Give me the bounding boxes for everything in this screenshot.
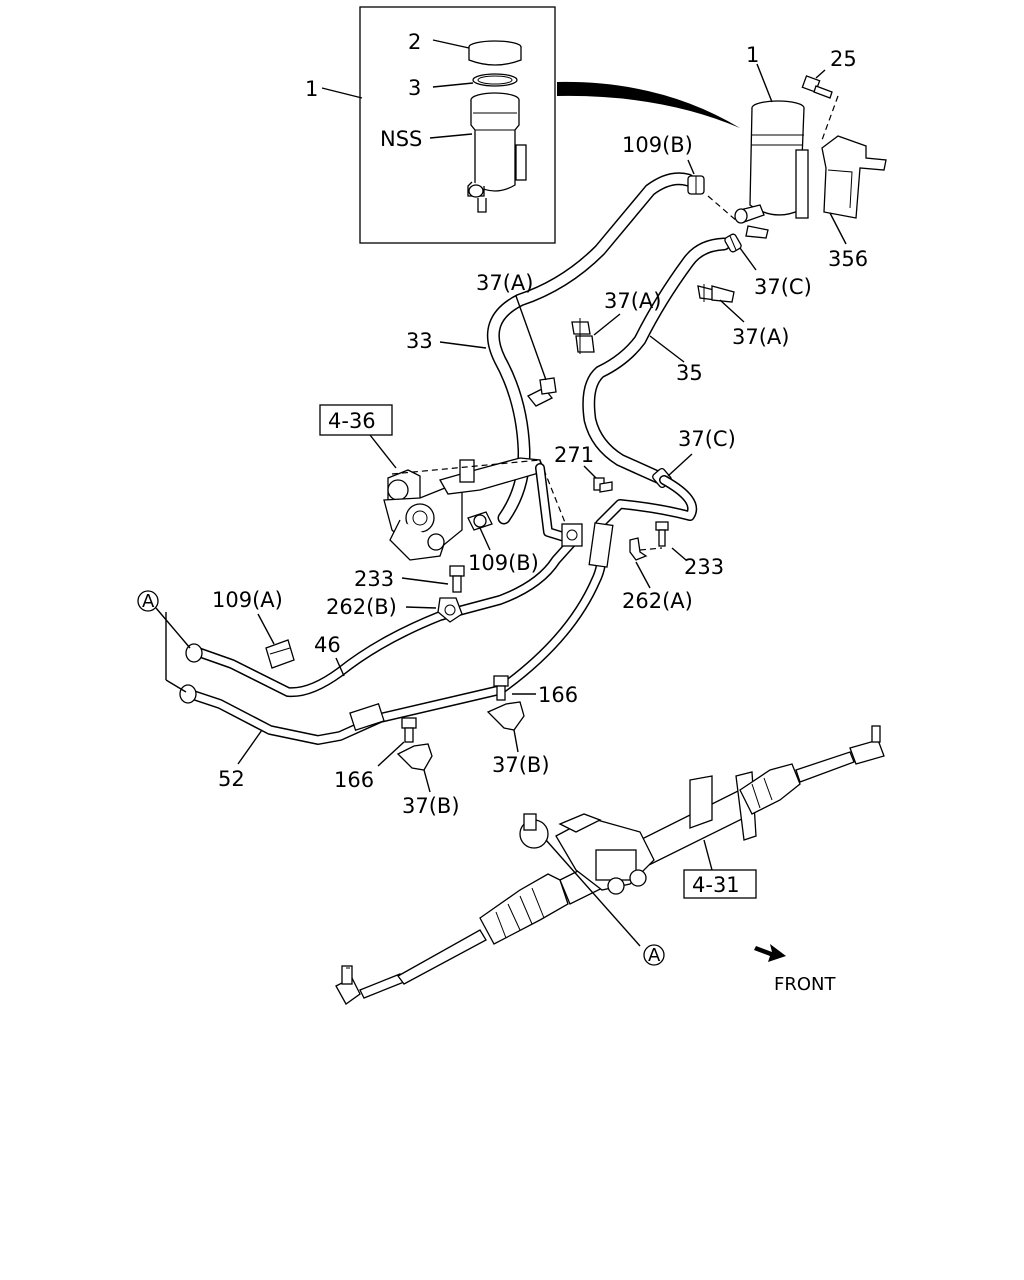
reservoir-tank bbox=[467, 92, 527, 213]
callout-a-bottom[interactable]: A bbox=[643, 944, 665, 966]
bolt-233-right bbox=[655, 521, 669, 547]
label-clamp-37b-left: 37(B) bbox=[402, 794, 460, 818]
label-clamp-37c-top: 37(C) bbox=[754, 275, 812, 299]
ref-box-4-36[interactable] bbox=[319, 404, 393, 436]
power-steering-pump bbox=[383, 457, 543, 561]
label-front: FRONT bbox=[774, 974, 836, 995]
label-clip-262a: 262(A) bbox=[622, 589, 693, 613]
clip-109a bbox=[265, 639, 295, 669]
label-part-nss: NSS bbox=[380, 127, 422, 151]
label-bolt-166-left: 166 bbox=[334, 768, 374, 792]
reservoir-inset: 2 3 NSS bbox=[359, 6, 556, 244]
bracket-356 bbox=[821, 135, 887, 219]
callout-a-left[interactable]: A bbox=[137, 590, 159, 612]
clamp-37a-left bbox=[526, 377, 557, 407]
label-clamp-37a-mid: 37(A) bbox=[604, 289, 661, 313]
label-clamp-37a-left: 37(A) bbox=[476, 271, 533, 295]
pipe-coupling-sleeve bbox=[349, 522, 614, 732]
bolt-166-right bbox=[493, 675, 509, 701]
clip-262a bbox=[629, 537, 648, 561]
clip-109b-pump bbox=[467, 511, 493, 531]
label-clip-109b-top: 109(B) bbox=[622, 133, 693, 157]
label-bolt-271: 271 bbox=[554, 443, 594, 467]
bolt-25 bbox=[801, 75, 833, 99]
reservoir-seal-ring bbox=[472, 73, 518, 87]
bolt-271 bbox=[593, 477, 613, 493]
clamp-37b-right bbox=[486, 701, 525, 731]
ref-box-4-31[interactable] bbox=[683, 869, 757, 899]
label-bracket-356: 356 bbox=[828, 247, 868, 271]
label-clamp-37b-right: 37(B) bbox=[492, 753, 550, 777]
label-clip-109a: 109(A) bbox=[212, 588, 283, 612]
reservoir-assembly bbox=[734, 100, 809, 239]
label-reservoir-1: 1 bbox=[746, 43, 759, 67]
label-clip-109b-pump: 109(B) bbox=[468, 551, 539, 575]
clip-109b-top bbox=[687, 175, 705, 195]
label-hose-35: 35 bbox=[676, 361, 703, 385]
label-clamp-37c-mid: 37(C) bbox=[678, 427, 736, 451]
label-bolt-233-left: 233 bbox=[354, 567, 394, 591]
label-hose-33: 33 bbox=[406, 329, 433, 353]
inset-pointer-arrow bbox=[557, 81, 740, 128]
label-bolt-233-right: 233 bbox=[684, 555, 724, 579]
reservoir-cap bbox=[468, 40, 522, 66]
callout-a-bottom-letter: A bbox=[648, 945, 661, 966]
label-part-2: 2 bbox=[408, 30, 421, 54]
clamp-37c-top bbox=[724, 233, 742, 253]
label-pipe-52: 52 bbox=[218, 767, 245, 791]
bolt-233-left bbox=[449, 565, 465, 593]
label-clamp-37a-right: 37(A) bbox=[732, 325, 789, 349]
pipe-junction-block bbox=[561, 523, 583, 547]
clamp-37b-left bbox=[396, 743, 433, 771]
label-part-3: 3 bbox=[408, 76, 421, 100]
ref-4-31[interactable]: 4-31 bbox=[692, 873, 740, 897]
clip-262b bbox=[437, 597, 463, 623]
label-part-1-inset: 1 bbox=[305, 77, 318, 101]
front-direction-arrow bbox=[754, 944, 786, 962]
label-clip-262b: 262(B) bbox=[326, 595, 397, 619]
callout-a-left-letter: A bbox=[142, 591, 155, 612]
clamp-37a-right bbox=[697, 284, 735, 303]
bolt-166-left bbox=[401, 717, 417, 743]
clamp-37a-mid bbox=[571, 318, 595, 354]
pipe-end-fittings bbox=[179, 643, 203, 704]
label-pipe-46: 46 bbox=[314, 633, 341, 657]
label-bolt-25: 25 bbox=[830, 47, 857, 71]
label-bolt-166-right: 166 bbox=[538, 683, 578, 707]
steering-gear-rack bbox=[335, 725, 885, 1005]
ref-4-36[interactable]: 4-36 bbox=[328, 409, 376, 433]
